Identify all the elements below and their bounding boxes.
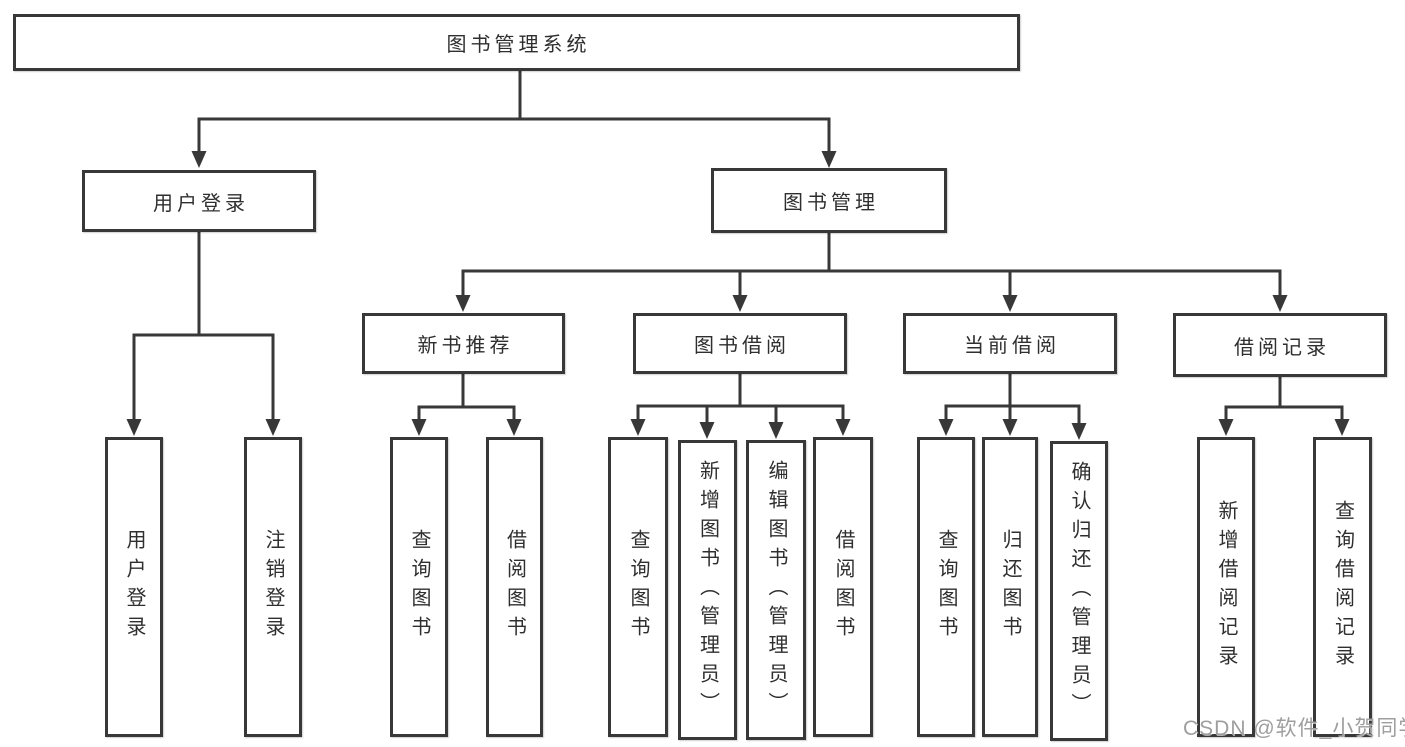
node-user-login: 用户登录 [82,170,316,232]
node-leaf-return-books: 归还图书 [982,437,1038,737]
arrowhead-icon [1334,419,1350,436]
arrowhead-icon [630,419,646,436]
csdn-watermark: CSDN @软件_小贺同学 [1183,717,1405,740]
node-book-borrow: 图书借阅 [633,313,847,374]
node-leaf-add-books-admin: 新增图书（管理员） [678,440,737,740]
node-leaf-query-books-2: 查询图书 [608,437,668,737]
node-current-borrow: 当前借阅 [903,313,1117,374]
node-borrow-records: 借阅记录 [1173,313,1387,377]
arrowhead-icon [411,419,427,436]
node-library-system: 图书管理系统 [13,14,1020,71]
arrowhead-icon [732,295,748,312]
arrowhead-icon [699,422,715,439]
arrowhead-icon [938,419,954,436]
arrowhead-icon [768,422,784,439]
node-leaf-add-borrow-record: 新增借阅记录 [1197,437,1255,737]
arrowhead-icon [835,419,851,436]
arrowhead-icon [265,419,281,436]
node-leaf-confirm-return-admin: 确认归还（管理员） [1050,441,1108,741]
node-leaf-query-borrow-record: 查询借阅记录 [1313,437,1372,737]
node-leaf-borrow-books-1: 借阅图书 [486,437,543,737]
arrowhead-icon [506,419,522,436]
arrowhead-icon [1002,295,1018,312]
arrowhead-icon [455,295,471,312]
arrowhead-icon [191,151,207,168]
node-leaf-user-login: 用户登录 [105,437,163,737]
arrowhead-icon [1218,419,1234,436]
arrowhead-icon [1002,419,1018,436]
arrowhead-icon [821,151,837,168]
node-leaf-borrow-books-2: 借阅图书 [813,437,873,737]
arrowhead-icon [1071,423,1087,440]
arrowhead-icon [126,419,142,436]
node-leaf-query-books-3: 查询图书 [917,437,975,737]
node-new-book-recommend: 新书推荐 [362,313,565,374]
node-leaf-logout: 注销登录 [244,437,302,737]
node-book-management: 图书管理 [711,168,947,233]
arrowhead-icon [1272,295,1288,312]
node-leaf-edit-books-admin: 编辑图书（管理员） [746,440,806,740]
node-leaf-query-books-1: 查询图书 [390,437,448,737]
